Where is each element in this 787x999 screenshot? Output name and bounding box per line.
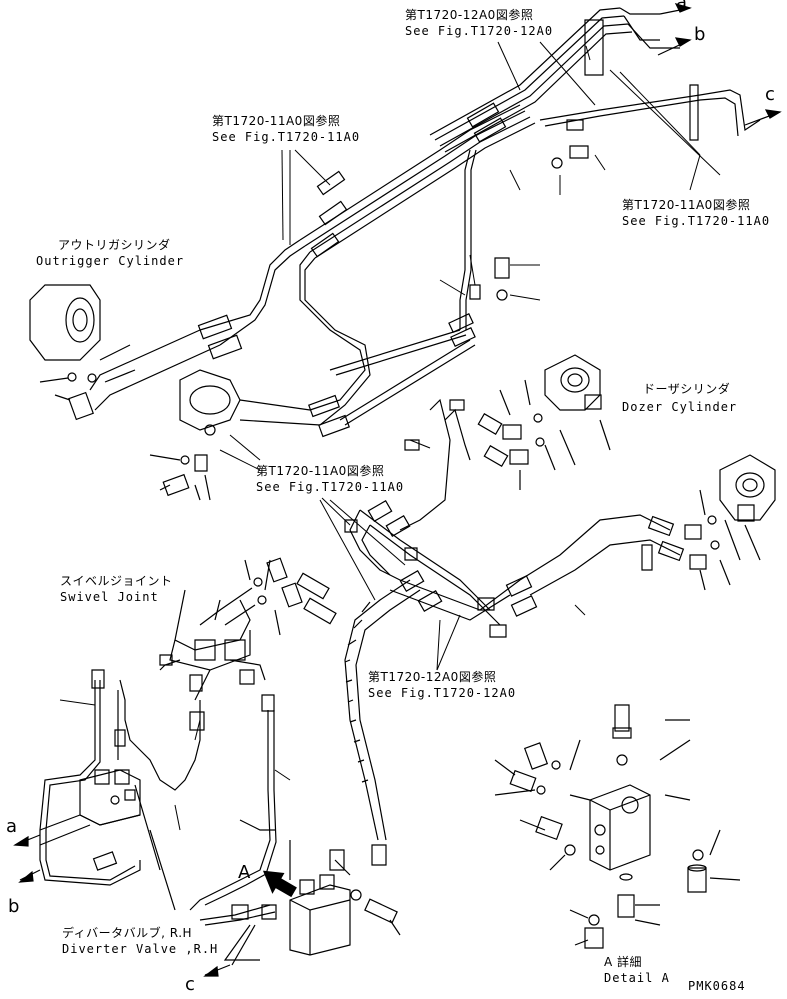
upper-piping-group — [430, 4, 780, 168]
lower-left-piping — [40, 670, 290, 925]
swivel-joint — [160, 558, 336, 700]
letter-b-top: b — [694, 24, 707, 45]
ref-t1720-11a0-center-jp: 第T1720-11A0図参照 — [256, 464, 385, 478]
letter-b-left: b — [8, 896, 21, 917]
drawing-code: PMK0684 — [688, 979, 746, 993]
ref-t1720-12a0-top-en: See Fig.T1720-12A0 — [405, 24, 554, 38]
swivel-joint-en: Swivel Joint — [60, 590, 159, 604]
ref-t1720-12a0-top-jp: 第T1720-12A0図参照 — [405, 8, 534, 22]
ref-t1720-11a0-right-jp: 第T1720-11A0図参照 — [622, 198, 751, 212]
diverter-valve-rh — [40, 770, 175, 910]
ref-t1720-11a0-right-en: See Fig.T1720-11A0 — [622, 214, 771, 228]
ref-t1720-11a0-upperleft-jp: 第T1720-11A0図参照 — [212, 114, 341, 128]
dozer-cylinder-en: Dozer Cylinder — [622, 400, 738, 414]
outrigger-cylinder-en: Outrigger Cylinder — [36, 254, 185, 268]
letter-c-bottom: c — [185, 974, 196, 995]
diverter-valve-en: Diverter Valve ,R.H — [62, 942, 219, 956]
view-a-label: A — [238, 862, 252, 883]
outrigger-cylinder — [30, 285, 241, 419]
dozer-cylinder-jp: ドーザシリンダ — [643, 382, 731, 396]
upper-hose-runs — [200, 103, 535, 425]
dozer-cylinder-upper — [400, 355, 610, 530]
outrigger-cylinder-jp: アウトリガシリンダ — [58, 238, 171, 252]
letter-a-left: a — [6, 816, 19, 837]
ref-t1720-12a0-bottom-jp: 第T1720-12A0図参照 — [368, 670, 497, 684]
letter-c-top: c — [765, 84, 776, 105]
detail-a-jp: A 詳細 — [604, 955, 643, 969]
ref-t1720-12a0-bottom-en: See Fig.T1720-12A0 — [368, 686, 517, 700]
left-arrows — [15, 835, 230, 976]
detail-a — [495, 705, 740, 948]
diverter-valve-jp: ディバータバルブ, R.H — [62, 926, 193, 940]
letter-a-top: a — [676, 0, 689, 13]
center-cylinder-mount — [150, 370, 349, 500]
bottom-valve-assembly — [225, 850, 400, 965]
detail-a-en: Detail A — [604, 971, 670, 985]
swivel-joint-jp: スイベルジョイント — [60, 574, 173, 588]
dozer-cylinder-lower — [520, 455, 775, 595]
long-protected-hose — [345, 580, 420, 865]
callout-lines-top — [498, 42, 720, 195]
central-hose-assemblies — [345, 400, 537, 637]
ref-t1720-11a0-center-en: See Fig.T1720-11A0 — [256, 480, 405, 494]
callout-lines-misc — [60, 150, 585, 830]
view-a-arrow — [257, 864, 299, 901]
ref-t1720-11a0-upperleft-en: See Fig.T1720-11A0 — [212, 130, 361, 144]
